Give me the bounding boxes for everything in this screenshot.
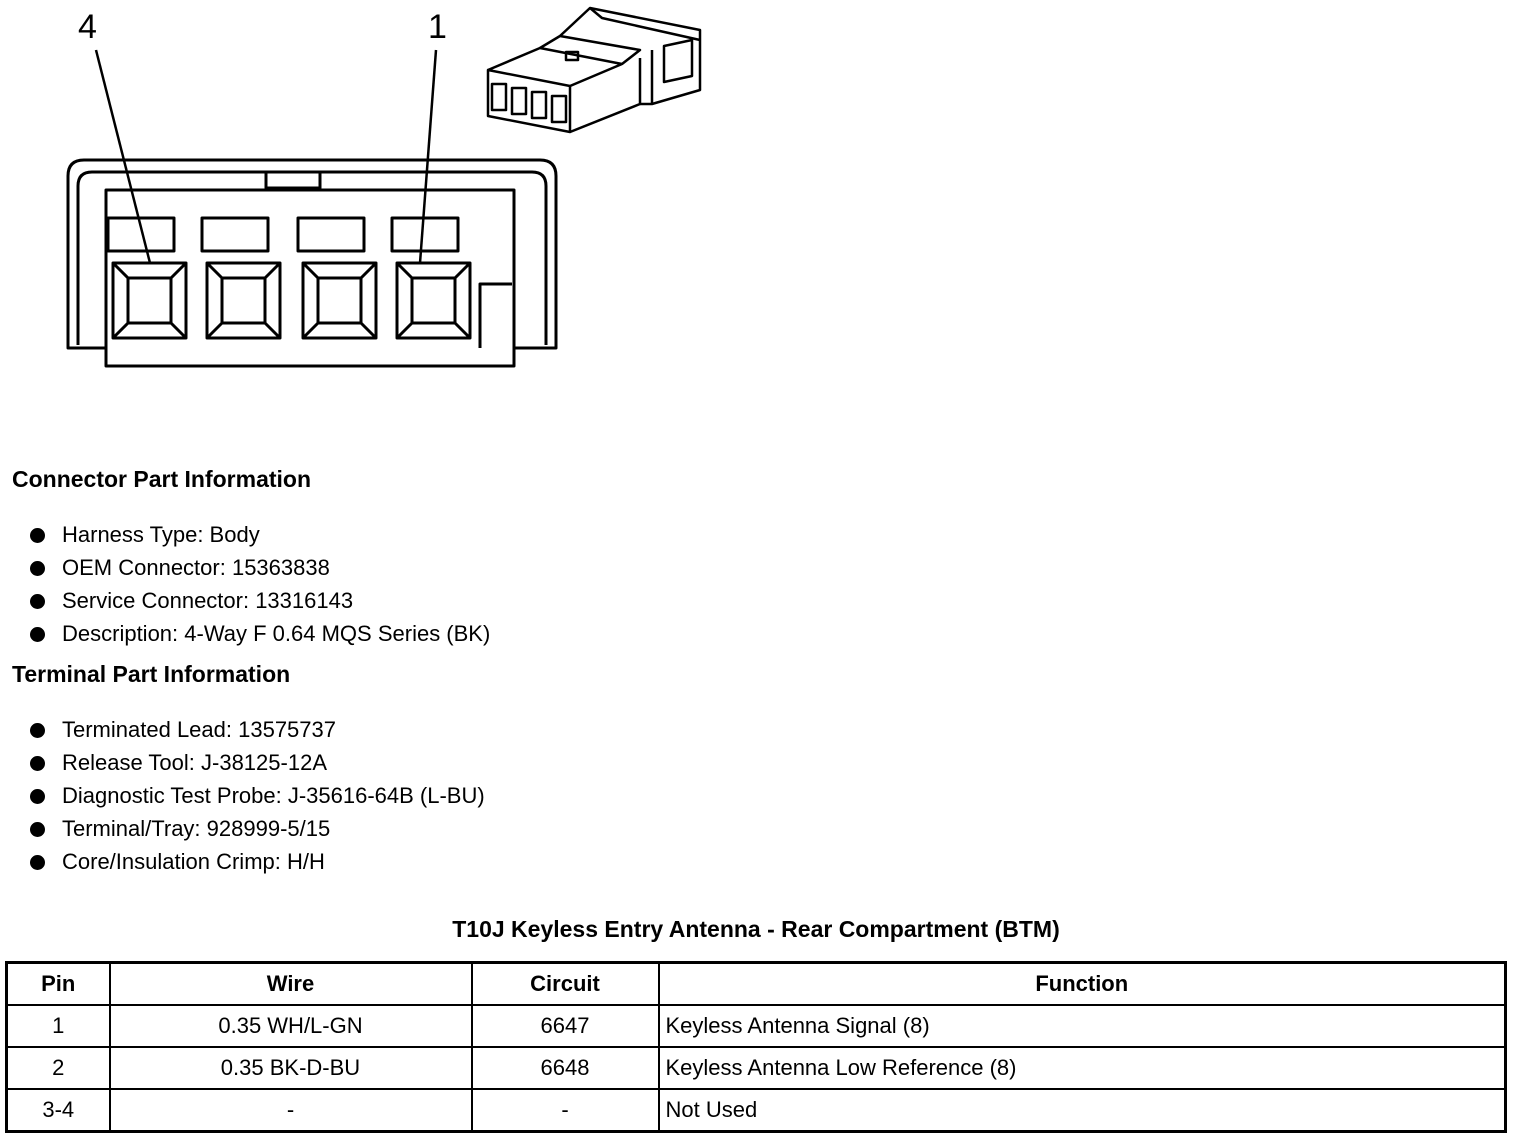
cell-function: Not Used [657,1088,1507,1133]
list-item-text: Terminal/Tray: 928999-5/15 [62,816,331,841]
list-item: Diagnostic Test Probe: J-35616-64B (L-BU… [28,779,485,812]
connector-info-title: Connector Part Information [12,466,312,492]
list-item-text: Diagnostic Test Probe: J-35616-64B (L-BU… [62,783,485,808]
list-item: OEM Connector: 15363838 [28,551,490,584]
list-item-text: Service Connector: 13316143 [62,588,354,613]
column-header-wire: Wire [108,961,473,1006]
list-item-text: Harness Type: Body [62,522,260,547]
bullet-icon [30,627,45,642]
list-item-text: Release Tool: J-38125-12A [62,750,327,775]
list-item: Harness Type: Body [28,518,490,551]
list-item: Terminated Lead: 13575737 [28,713,485,746]
list-item: Release Tool: J-38125-12A [28,746,485,779]
pin-cavity-2 [301,261,378,340]
pin-callout-4: 4 [78,8,97,46]
cell-function: Keyless Antenna Signal (8) [657,1004,1507,1048]
column-header-circuit: Circuit [470,961,660,1006]
bullet-icon [30,594,45,609]
pin-callout-1: 1 [428,8,447,46]
cell-circuit: 6647 [470,1004,660,1048]
connector-isometric-view-icon [486,6,702,134]
list-item-text: OEM Connector: 15363838 [62,555,330,580]
list-item: Core/Insulation Crimp: H/H [28,845,485,878]
connector-info-list: Harness Type: Body OEM Connector: 153638… [28,518,490,650]
list-item-text: Core/Insulation Crimp: H/H [62,849,325,874]
bullet-icon [30,789,45,804]
terminal-info-title: Terminal Part Information [12,661,291,687]
cell-pin: 2 [5,1046,111,1090]
bullet-icon [30,561,45,576]
connector-face-view-icon [66,49,558,368]
cell-wire: 0.35 BK-D-BU [108,1046,473,1090]
cell-wire: 0.35 WH/L-GN [108,1004,473,1048]
terminal-info-list: Terminated Lead: 13575737 Release Tool: … [28,713,485,878]
bullet-icon [30,756,45,771]
list-item-text: Terminated Lead: 13575737 [62,717,336,742]
list-item: Description: 4-Way F 0.64 MQS Series (BK… [28,617,490,650]
cell-circuit: 6648 [470,1046,660,1090]
bullet-icon [30,822,45,837]
cell-circuit: - [470,1088,660,1133]
pinout-table: Pin Wire Circuit Function 1 0.35 WH/L-GN… [5,961,1507,1133]
list-item-text: Description: 4-Way F 0.64 MQS Series (BK… [62,621,491,646]
pin-cavity-1 [395,261,472,340]
table-row: 3-4 - - Not Used [5,1088,1507,1133]
cell-pin: 1 [5,1004,111,1048]
list-item: Terminal/Tray: 928999-5/15 [28,812,485,845]
bullet-icon [30,855,45,870]
column-header-function: Function [657,961,1507,1006]
table-row: 2 0.35 BK-D-BU 6648 Keyless Antenna Low … [5,1046,1507,1090]
cell-pin: 3-4 [5,1088,111,1133]
table-header-row: Pin Wire Circuit Function [5,961,1507,1006]
bullet-icon [30,528,45,543]
cell-wire: - [108,1088,473,1133]
column-header-pin: Pin [5,961,111,1006]
list-item: Service Connector: 13316143 [28,584,490,617]
cell-function: Keyless Antenna Low Reference (8) [657,1046,1507,1090]
connector-diagram [66,6,702,368]
bullet-icon [30,723,45,738]
pin-cavity-4 [111,261,188,340]
table-row: 1 0.35 WH/L-GN 6647 Keyless Antenna Sign… [5,1004,1507,1048]
pin-cavity-3 [205,261,282,340]
table-title: T10J Keyless Entry Antenna - Rear Compar… [452,916,1060,942]
